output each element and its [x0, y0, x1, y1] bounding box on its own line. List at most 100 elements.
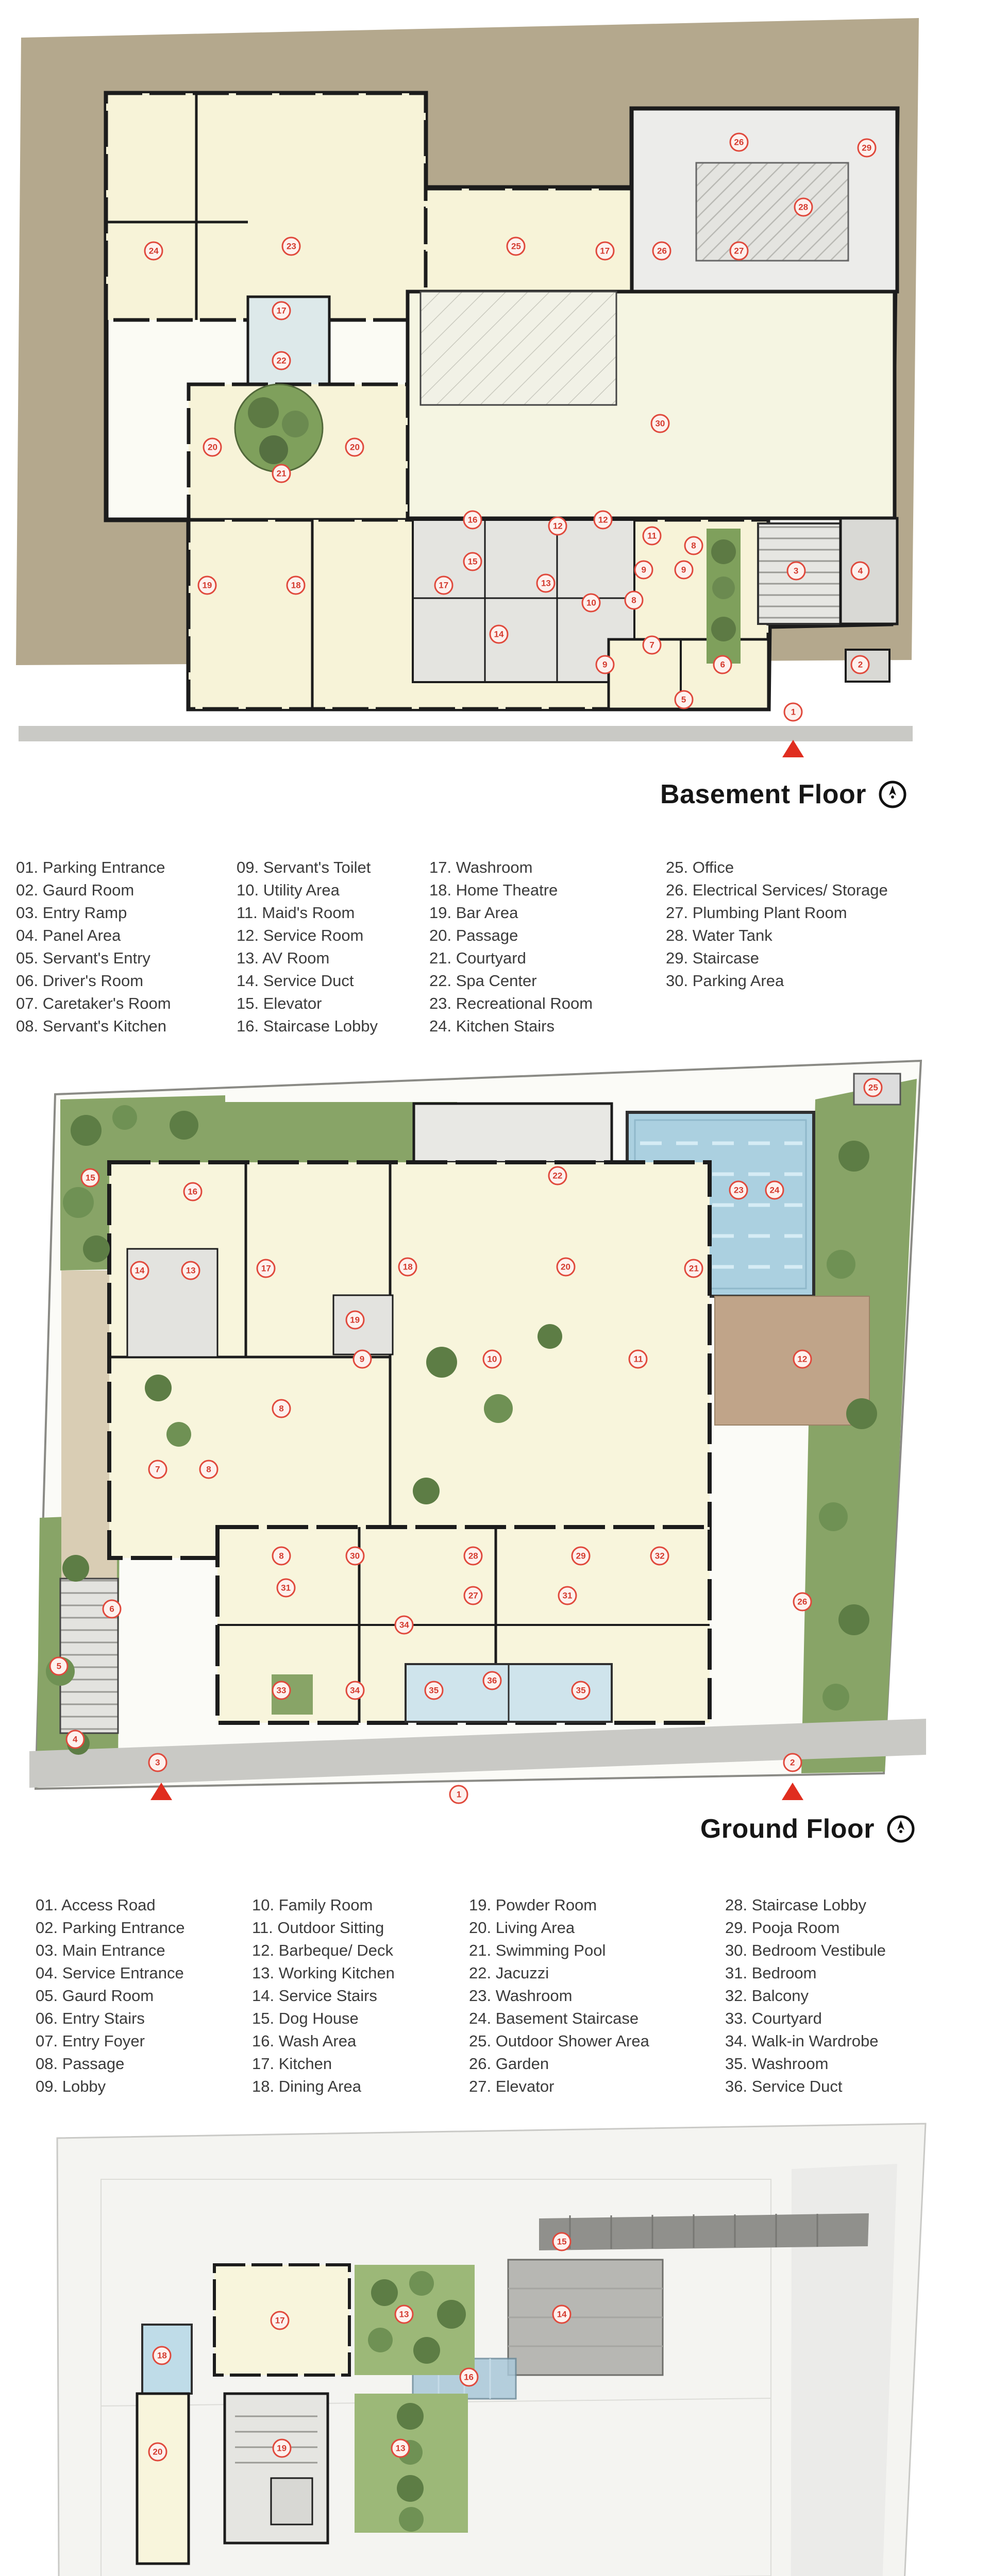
legend-item: 13. Working Kitchen	[252, 1964, 395, 1982]
legend-item: 25. Office	[666, 858, 734, 876]
room-marker-4: 4	[65, 1730, 85, 1749]
room-marker-19: 19	[197, 575, 217, 595]
room-marker-13: 13	[536, 573, 556, 593]
legend-item: 11. Outdoor Sitting	[252, 1919, 384, 1937]
room-marker-19: 19	[345, 1310, 365, 1330]
room-marker-9: 9	[674, 560, 694, 580]
slope-roof	[507, 2259, 664, 2376]
legend-item: 04. Panel Area	[16, 926, 121, 944]
legend-item: 28. Water Tank	[666, 926, 772, 944]
room-marker-2: 2	[783, 1753, 802, 1772]
room-marker-8: 8	[624, 590, 644, 610]
room-marker-24: 24	[765, 1180, 784, 1200]
legend-item: 05. Servant's Entry	[16, 949, 150, 967]
legend-item: 26. Garden	[469, 2055, 549, 2073]
room-marker-16: 16	[459, 2367, 479, 2387]
legend-item: 36. Service Duct	[725, 2077, 843, 2095]
room-marker-17: 17	[272, 301, 291, 320]
legend-item: 17. Washroom	[429, 858, 533, 876]
room-marker-26: 26	[793, 1592, 812, 1612]
legend-item: 21. Swimming Pool	[469, 1941, 606, 1959]
room-marker-15: 15	[463, 552, 482, 571]
room-marker-20: 20	[148, 2442, 167, 2462]
legend-item: 34. Walk-in Wardrobe	[725, 2032, 879, 2050]
room-marker-21: 21	[272, 464, 291, 483]
basement-floor-title-row: Basement Floor	[660, 779, 908, 810]
basement-plan-drawing	[16, 18, 919, 741]
room-marker-31: 31	[558, 1586, 577, 1605]
legend-item: 14. Service Duct	[237, 972, 354, 990]
room-marker-10: 10	[581, 593, 601, 613]
room-marker-14: 14	[489, 624, 509, 644]
legend-item: 20. Living Area	[469, 1919, 575, 1937]
room-marker-27: 27	[729, 241, 749, 261]
legend-item: 19. Bar Area	[429, 904, 518, 922]
legend-item: 16. Wash Area	[252, 2032, 357, 2050]
room-marker-22: 22	[272, 351, 291, 370]
room-marker-34: 34	[394, 1615, 414, 1635]
room-marker-23: 23	[281, 236, 301, 256]
first-floor-plan: 1517131418162019131221345775116981089	[49, 2117, 936, 2576]
room-marker-13: 13	[391, 2438, 410, 2458]
room-marker-19: 19	[272, 2438, 292, 2458]
room-marker-26: 26	[729, 132, 749, 152]
legend-item: 27. Elevator	[469, 2077, 555, 2095]
legend-item: 25. Outdoor Shower Area	[469, 2032, 649, 2050]
legend-item: 08. Servant's Kitchen	[16, 1017, 166, 1035]
legend-item: 12. Service Room	[237, 926, 364, 944]
legend-item: 12. Barbeque/ Deck	[252, 1941, 394, 1959]
room-marker-35: 35	[424, 1681, 444, 1700]
deck-area	[714, 1296, 870, 1426]
legend-item: 10. Family Room	[252, 1896, 373, 1914]
room-marker-7: 7	[148, 1460, 167, 1479]
legend-item: 07. Entry Foyer	[36, 2032, 145, 2050]
room-marker-18: 18	[152, 2346, 172, 2365]
legend-item: 04. Service Entrance	[36, 1964, 184, 1982]
legend-item: 11. Maid's Room	[237, 904, 355, 922]
room-marker-14: 14	[552, 2304, 572, 2324]
access-road	[29, 1719, 926, 1788]
room-marker-20: 20	[345, 437, 364, 457]
room-marker-13: 13	[394, 2304, 414, 2324]
room-marker-9: 9	[595, 655, 615, 674]
room-marker-4: 4	[850, 561, 870, 581]
legend-item: 01. Access Road	[36, 1896, 156, 1914]
room-marker-1: 1	[783, 702, 803, 721]
legend-item: 08. Passage	[36, 2055, 125, 2073]
room-marker-8: 8	[684, 536, 703, 555]
room-marker-23: 23	[729, 1180, 748, 1200]
legend-item: 05. Gaurd Room	[36, 1987, 154, 2005]
room-marker-30: 30	[650, 414, 670, 433]
legend-item: 10. Utility Area	[237, 881, 340, 899]
room-marker-21: 21	[684, 1259, 703, 1278]
room-marker-27: 27	[463, 1586, 483, 1605]
room-marker-30: 30	[345, 1546, 365, 1566]
legend-item: 24. Basement Staircase	[469, 2009, 639, 2027]
room-marker-29: 29	[571, 1546, 591, 1566]
ground-plan-drawing	[29, 1059, 926, 1790]
legend-item: 07. Caretaker's Room	[16, 994, 171, 1012]
legend-item: 30. Parking Area	[666, 972, 784, 990]
room-marker-5: 5	[49, 1656, 69, 1676]
legend-item: 03. Entry Ramp	[16, 904, 127, 922]
passage-and-stairs	[136, 2392, 329, 2565]
room-marker-9: 9	[634, 560, 653, 580]
legend-item: 16. Staircase Lobby	[237, 1017, 378, 1035]
legend-item: 21. Courtyard	[429, 949, 526, 967]
legend-item: 13. AV Room	[237, 949, 330, 967]
room-marker-15: 15	[80, 1168, 100, 1188]
ground-floor-title-row: Ground Floor	[700, 1814, 916, 1844]
legend-item: 06. Entry Stairs	[36, 2009, 145, 2027]
ground-floor-title: Ground Floor	[700, 1814, 875, 1844]
legend-item: 17. Kitchen	[252, 2055, 332, 2073]
room-marker-9: 9	[352, 1349, 372, 1369]
legend-item: 09. Lobby	[36, 2077, 106, 2095]
room-marker-8: 8	[272, 1546, 291, 1566]
room-marker-34: 34	[345, 1681, 365, 1700]
legend-item: 19. Powder Room	[469, 1896, 597, 1914]
room-marker-3: 3	[148, 1753, 167, 1772]
